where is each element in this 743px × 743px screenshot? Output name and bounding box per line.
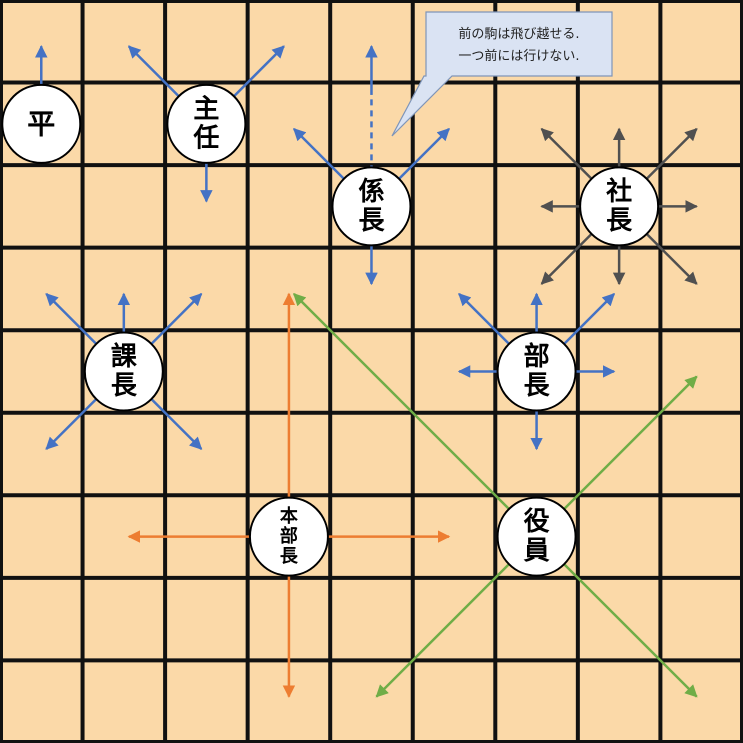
move-arrow xyxy=(540,230,596,285)
piece-shunin: 主任 xyxy=(166,83,247,164)
piece-disc xyxy=(496,331,577,412)
piece-char: 主 xyxy=(193,94,219,124)
piece-char: 係 xyxy=(358,177,384,207)
move-arrow xyxy=(395,127,450,183)
piece-hira: 平 xyxy=(1,83,82,164)
move-arrow xyxy=(375,560,513,698)
piece-char: 長 xyxy=(606,206,633,236)
piece-char: 任 xyxy=(192,123,219,153)
move-arrow xyxy=(540,127,596,183)
callout-box xyxy=(391,11,613,137)
callout: 前の駒は飛び越せる. 一つ前には行けない. xyxy=(391,11,613,137)
piece-shacho: 社長 xyxy=(579,166,660,247)
piece-char: 本 xyxy=(280,505,298,527)
move-arrow xyxy=(147,293,203,348)
piece-kacho: 課長 xyxy=(83,331,164,412)
move-arrow xyxy=(45,395,100,450)
pieces: 平主任係長社長課長部長本部長役員 xyxy=(1,83,660,577)
callout-line-2: 一つ前には行けない. xyxy=(458,48,579,64)
piece-char: 長 xyxy=(280,546,299,567)
piece-char: 平 xyxy=(27,107,55,140)
move-arrow xyxy=(560,293,616,348)
move-arrow xyxy=(560,560,698,698)
piece-kakaricho: 係長 xyxy=(331,166,412,247)
move-arrow xyxy=(642,230,698,285)
move-arrow xyxy=(293,127,348,183)
piece-char: 部 xyxy=(280,525,298,547)
callout-line-1: 前の駒は飛び越せる. xyxy=(458,26,579,42)
piece-char: 課 xyxy=(111,341,138,372)
piece-char: 員 xyxy=(524,536,550,566)
piece-char: 長 xyxy=(524,371,551,401)
move-arrow xyxy=(458,293,513,348)
piece-char: 部 xyxy=(524,342,550,372)
move-arrows xyxy=(35,45,698,698)
piece-disc xyxy=(331,166,412,247)
piece-bucho: 部長 xyxy=(496,331,577,412)
move-arrow xyxy=(45,293,100,348)
piece-honbucho: 本部長 xyxy=(248,496,329,577)
piece-char: 長 xyxy=(111,371,138,401)
piece-disc xyxy=(496,496,577,577)
piece-disc xyxy=(83,331,164,412)
piece-char: 役 xyxy=(524,507,550,537)
move-arrow xyxy=(642,127,698,183)
move-arrow xyxy=(293,293,513,513)
piece-char: 長 xyxy=(358,206,385,236)
piece-disc xyxy=(166,83,247,164)
move-arrow xyxy=(147,395,203,450)
piece-char: 社 xyxy=(606,176,632,207)
move-arrow xyxy=(127,45,183,100)
piece-disc xyxy=(248,496,329,577)
piece-yakuin: 役員 xyxy=(496,496,577,577)
move-arrow xyxy=(230,45,285,100)
piece-disc xyxy=(1,83,82,164)
piece-disc xyxy=(579,166,660,247)
move-arrow xyxy=(560,375,698,513)
